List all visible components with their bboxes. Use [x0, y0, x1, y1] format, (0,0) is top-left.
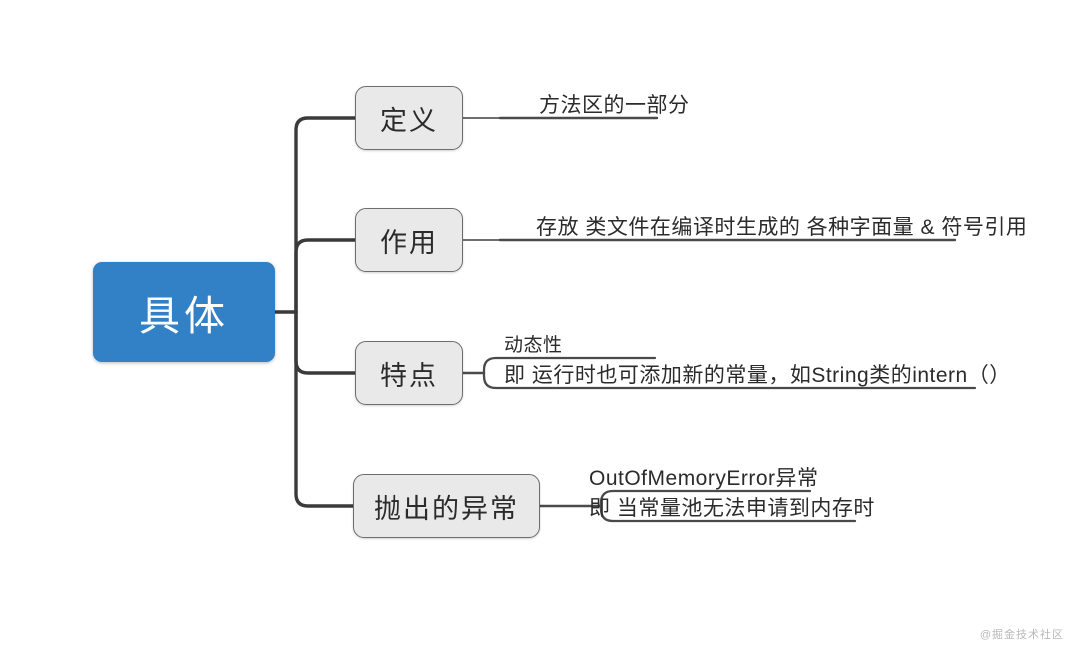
branch-node-exception[interactable]: 抛出的异常 — [353, 474, 540, 538]
leaf-exception-1[interactable]: OutOfMemoryError异常 — [589, 467, 819, 490]
leaf-exception-2[interactable]: 即 当常量池无法申请到内存时 — [589, 497, 875, 520]
branch-label-exception: 抛出的异常 — [374, 493, 519, 524]
leaf-define-1[interactable]: 方法区的一部分 — [539, 94, 690, 117]
branch-label-define: 定义 — [380, 105, 438, 136]
root-node[interactable]: 具体 — [93, 262, 275, 362]
leaf-role-1[interactable]: 存放 类文件在编译时生成的 各种字面量 & 符号引用 — [536, 216, 1028, 239]
branch-label-role: 作用 — [380, 227, 438, 258]
leaf-feature-2[interactable]: 即 运行时也可添加新的常量，如String类的intern（） — [504, 364, 1011, 387]
branch-label-feature: 特点 — [380, 360, 438, 391]
watermark: @掘金技术社区 — [979, 629, 1064, 641]
branch-node-feature[interactable]: 特点 — [355, 341, 463, 405]
leaf-feature-1[interactable]: 动态性 — [504, 335, 563, 356]
branch-node-role[interactable]: 作用 — [355, 208, 463, 272]
root-node-label: 具体 — [139, 293, 229, 339]
branch-node-define[interactable]: 定义 — [355, 86, 463, 150]
